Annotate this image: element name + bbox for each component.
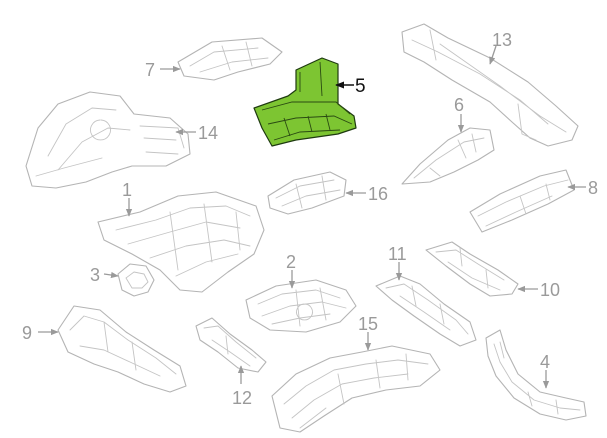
callout-5-label: 5 [355, 76, 366, 97]
callout-3-label: 3 [90, 265, 100, 285]
callout-3[interactable]: 3 [90, 265, 119, 285]
callout-4-label: 4 [540, 352, 550, 372]
callout-13[interactable]: 13 [489, 30, 512, 65]
part-4[interactable] [485, 329, 587, 421]
callout-8[interactable]: 8 [567, 178, 598, 198]
callout-10[interactable]: 10 [517, 280, 560, 300]
part-9[interactable] [57, 305, 187, 393]
callout-15-label: 15 [358, 314, 378, 334]
callout-12-label: 12 [232, 388, 252, 408]
part-16[interactable] [267, 171, 347, 215]
part-14[interactable] [25, 91, 191, 189]
callout-7[interactable]: 7 [145, 60, 181, 80]
callout-6[interactable]: 6 [454, 95, 465, 133]
callout-16-label: 16 [368, 184, 388, 204]
callout-15[interactable]: 15 [358, 314, 378, 351]
callout-1-label: 1 [122, 180, 132, 200]
callout-16[interactable]: 16 [345, 184, 388, 204]
callout-14[interactable]: 14 [175, 123, 218, 143]
callout-4[interactable]: 4 [540, 352, 550, 389]
part-2[interactable] [245, 279, 357, 333]
callout-7-label: 7 [145, 60, 155, 80]
part-8[interactable] [469, 169, 575, 233]
callout-8-label: 8 [588, 178, 598, 198]
part-12[interactable] [195, 317, 267, 373]
callout-9[interactable]: 9 [22, 323, 59, 343]
part-13[interactable] [401, 23, 579, 147]
part-1[interactable] [97, 191, 265, 293]
callout-11-label: 11 [388, 244, 407, 264]
callout-6-label: 6 [454, 95, 464, 115]
callout-11[interactable]: 11 [388, 244, 407, 281]
part-5[interactable] [253, 57, 357, 147]
part-15[interactable] [271, 345, 441, 433]
callout-9-label: 9 [22, 323, 32, 343]
part-6[interactable] [401, 127, 495, 185]
callout-2-label: 2 [286, 252, 296, 272]
part-10[interactable] [425, 241, 519, 297]
callout-12[interactable]: 12 [232, 365, 252, 408]
callout-14-label: 14 [198, 123, 218, 143]
part-7[interactable] [177, 37, 283, 81]
callout-13-label: 13 [492, 30, 512, 50]
callout-10-label: 10 [540, 280, 560, 300]
callout-2[interactable]: 2 [286, 252, 296, 289]
callout-5[interactable]: 5 [335, 76, 366, 97]
part-3[interactable] [117, 263, 155, 297]
part-11[interactable] [375, 275, 477, 347]
callout-1[interactable]: 1 [122, 180, 133, 217]
